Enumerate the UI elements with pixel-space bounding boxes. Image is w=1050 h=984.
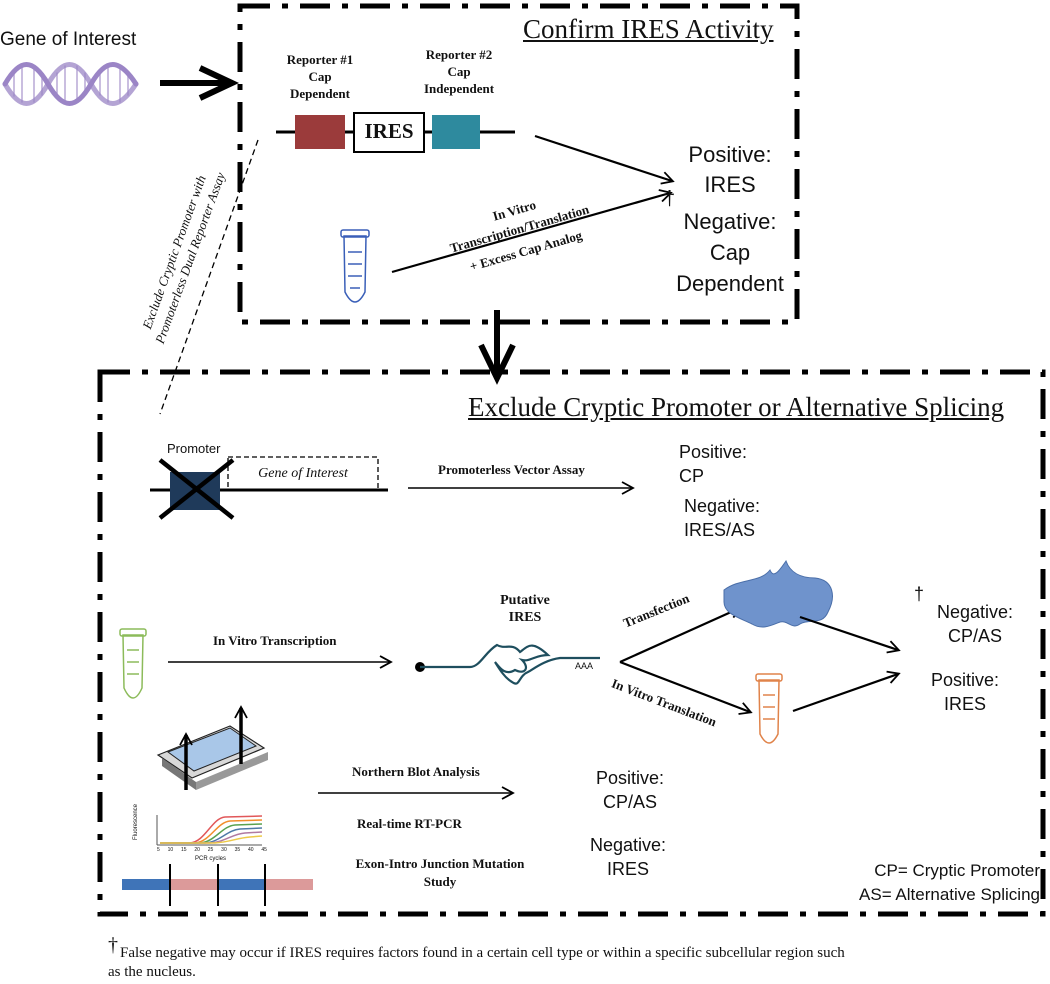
dashed-connector [159, 139, 259, 415]
abbreviation-legend: CP= Cryptic Promoter AS= Alternative Spl… [859, 861, 1040, 904]
top-result-negative: Negative: Cap Dependent [676, 209, 784, 296]
putative-ires-structure-icon [415, 643, 600, 685]
confirm-ires-title: Confirm IRES Activity [523, 14, 774, 44]
tube-result-arrow [391, 189, 673, 274]
footnote-line-2: as the nucleus. [108, 964, 196, 980]
top-dagger-icon: † [664, 188, 676, 210]
promoter-label: Promoter [167, 441, 221, 456]
gene-of-interest-box [227, 456, 379, 491]
pcr-tick: 25 [207, 847, 214, 853]
blot-negative: Negative: IRES [589, 835, 667, 879]
top-result-positive: Positive: IRES [688, 142, 772, 197]
microcentrifuge-tube-icon [340, 229, 370, 303]
northern-blot-label: Northern Blot Analysis [352, 764, 480, 779]
pcr-tick: 5 [157, 847, 160, 853]
reporter2-label: Reporter #2 Cap Independent [423, 47, 495, 96]
transfection-arrow [619, 605, 743, 664]
right-positive: Positive: IRES [930, 670, 1000, 714]
translation-tube-icon [755, 673, 783, 744]
promoterless-assay-label: Promoterless Vector Assay [438, 462, 585, 477]
gene-of-interest-box-label: Gene of Interest [258, 466, 348, 481]
dna-helix-icon [2, 62, 139, 106]
putative-ires-label: Putative IRES [500, 593, 550, 625]
pcr-tick: 45 [261, 847, 267, 853]
pcr-tick: 20 [194, 847, 200, 853]
blot-positive: Positive: CP/AS [595, 768, 665, 812]
footnote-line-1: False negative may occur if IRES require… [120, 945, 845, 961]
rt-pcr-label: Real-time RT-PCR [357, 816, 462, 831]
promoterless-negative: Negative: IRES/AS [684, 496, 761, 540]
reporter2-box [432, 115, 480, 149]
cell-icon [723, 559, 833, 628]
cell-result-arrow [799, 615, 901, 654]
pcr-tick: 40 [247, 847, 254, 853]
pcr-tick: 30 [221, 847, 227, 853]
blot-apparatus-icon [156, 705, 268, 790]
footnote-dagger-icon: † [108, 934, 118, 956]
right-dagger-icon: † [914, 584, 925, 604]
reporter1-label: Reporter #1 Cap Dependent [286, 52, 354, 101]
in-vitro-translation-arrow [619, 660, 753, 715]
promoterless-positive: Positive: CP [679, 442, 748, 486]
exon-junction-bar [122, 864, 313, 906]
exclude-panel-title: Exclude Cryptic Promoter or Alternative … [468, 392, 1005, 422]
construct-result-arrow [534, 134, 675, 185]
reporter1-box [295, 115, 345, 149]
pcr-x-axis-label: PCR cycles [195, 856, 227, 862]
gene-of-interest-label: Gene of Interest [0, 29, 137, 50]
confirm-ires-panel-frame [237, 3, 800, 325]
in-vitro-transcription-label: In Vitro Transcription [213, 633, 337, 648]
gene-to-panel-arrow [160, 65, 240, 101]
right-negative: Negative: CP/AS [936, 602, 1014, 646]
exclude-panel-frame [97, 369, 1046, 917]
ires-box-label: IRES [364, 119, 414, 143]
pcr-tick-row: 5 10 15 20 25 30 35 40 45 [157, 847, 267, 853]
exon-study-label: Exon-Intro Junction Mutation Study [355, 856, 525, 889]
pcr-y-axis-label: Fluorescence [133, 803, 139, 840]
polya-tail-label: AAA [575, 661, 594, 671]
pcr-tick: 15 [181, 847, 187, 853]
pcr-tick: 10 [167, 847, 174, 853]
pcr-amplification-plot-icon [156, 815, 263, 846]
panel-to-panel-arrow [478, 310, 516, 385]
promoter-cross-icon [158, 458, 235, 520]
pcr-tick: 35 [234, 847, 241, 853]
tube-right-result-arrow [792, 670, 901, 713]
ires-box [353, 112, 425, 153]
transcription-tube-icon [119, 628, 147, 699]
